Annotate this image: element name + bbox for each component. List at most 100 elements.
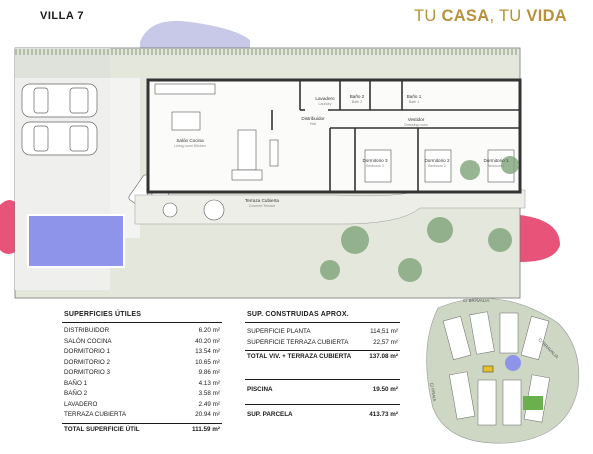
building-block xyxy=(520,316,550,360)
room-sublabel: Bedroom 1 xyxy=(487,164,505,168)
room-sublabel: Bedroom 2 xyxy=(428,164,446,168)
row-label: PISCINA xyxy=(247,386,273,393)
bed xyxy=(424,149,452,183)
row-label: SALÓN COCINA xyxy=(64,337,112,345)
room-sublabel: Hall xyxy=(310,122,316,126)
piscina-row: PISCINA 19.50 m² xyxy=(245,384,400,396)
brand-slogan-part: TU xyxy=(414,7,442,25)
tree-icon xyxy=(460,160,480,180)
row-value: 19.50 m² xyxy=(372,386,398,393)
dining-table xyxy=(203,199,225,221)
building-block xyxy=(469,311,495,355)
decor-lavender-blob xyxy=(140,20,250,48)
villa-marker xyxy=(482,365,494,373)
table-row: DISTRIBUIDOR 6.20 m² xyxy=(62,326,222,337)
building-block xyxy=(449,371,476,420)
room-label: Dormitorio 1 xyxy=(483,158,508,163)
room-sublabel: Dressing room xyxy=(404,123,427,127)
room-label: Salón Cocina xyxy=(176,138,204,143)
row-label: DORMITORIO 1 xyxy=(64,348,111,355)
row-value: 20.94 m² xyxy=(195,411,220,418)
total-label: TOTAL VIV. + TERRAZA CUBIERTA xyxy=(247,353,352,360)
building-block xyxy=(499,312,519,354)
row-value: 413.73 m² xyxy=(369,411,398,418)
room-label: Distribuidor xyxy=(301,116,325,121)
room-label: Lavadero xyxy=(315,96,335,101)
table-row: LAVADERO 2.49 m² xyxy=(62,400,222,411)
total-row: TOTAL SUPERFICIE ÚTIL 111.59 m² xyxy=(62,422,222,436)
room-sublabel: Bedroom 3 xyxy=(366,164,384,168)
room-sublabel: Laundry xyxy=(319,102,332,106)
row-label: DISTRIBUIDOR xyxy=(64,327,110,334)
row-value: 3.58 m² xyxy=(198,390,220,397)
divider xyxy=(245,379,400,380)
room-sublabel: Living room Kitchen xyxy=(174,144,206,148)
tree-icon xyxy=(427,217,453,243)
superficies-construidas-table: SUP. CONSTRUIDAS APROX. SUPERFICIE PLANT… xyxy=(245,311,400,421)
site-location-map: C/ BRAVALIA C/ BRAVALIA C/ PRAIA xyxy=(426,298,580,444)
street-label: C/ BRAVALIA xyxy=(463,298,490,303)
building-block xyxy=(477,379,497,426)
kitchen-island xyxy=(171,111,201,131)
brand-slogan-part: , TU xyxy=(489,7,527,25)
sofa xyxy=(231,169,263,181)
row-value: 22,57 m² xyxy=(373,338,398,346)
total-value: 111.59 m² xyxy=(191,425,220,433)
building-block xyxy=(442,316,472,360)
floor-plan: Salón Cocina Living room Kitchen Distrib… xyxy=(0,20,560,299)
room-label: Vestidor xyxy=(408,117,425,122)
total-label: TOTAL SUPERFICIE ÚTIL xyxy=(64,425,140,433)
row-label: SUPERFICIE TERRAZA CUBIERTA xyxy=(247,338,349,346)
building-block xyxy=(502,379,522,426)
table-row: DORMITORIO 3 9.86 m² xyxy=(62,368,222,379)
tv-unit xyxy=(269,139,279,167)
total-value: 137.08 m² xyxy=(369,353,398,360)
terrace-table xyxy=(162,202,178,218)
total-row: TOTAL VIV. + TERRAZA CUBIERTA 137.08 m² xyxy=(245,350,400,363)
tree-icon xyxy=(320,260,340,280)
row-value: 13.54 m² xyxy=(195,348,220,355)
parcela-row: SUP. PARCELA 413.73 m² xyxy=(245,409,400,421)
car-icon xyxy=(21,121,98,156)
room-label: Terraza Cubierta xyxy=(245,198,279,203)
tree-icon xyxy=(501,156,519,174)
row-label: DORMITORIO 3 xyxy=(64,369,111,376)
brand-slogan-part: VIDA xyxy=(526,7,568,25)
room-sublabel: Bath 1 xyxy=(409,100,419,104)
row-label: SUPERFICIE PLANTA xyxy=(247,328,311,335)
pool xyxy=(27,214,125,268)
row-value: 2.49 m² xyxy=(198,400,220,408)
row-value: 10.65 m² xyxy=(195,358,220,366)
room-sublabel: Bath 2 xyxy=(352,100,362,104)
row-label: LAVADERO xyxy=(64,400,98,408)
car-icon xyxy=(21,83,98,118)
tree-icon xyxy=(341,226,369,254)
row-value: 6.20 m² xyxy=(198,327,220,334)
row-label: BAÑO 2 xyxy=(64,390,88,397)
room-label: Dormitorio 3 xyxy=(362,158,387,163)
table-row: BAÑO 2 3.58 m² xyxy=(62,389,222,400)
street-label: C/ PRAIA xyxy=(429,382,437,401)
room-label: Dormitorio 2 xyxy=(424,158,449,163)
table-row: SUPERFICIE PLANTA 114,51 m² xyxy=(245,327,400,338)
sofa xyxy=(237,129,257,171)
house-outline xyxy=(146,78,522,194)
map-pool xyxy=(505,355,521,371)
terrace xyxy=(134,189,526,225)
decor-pink-blob-left xyxy=(0,200,18,254)
row-value: 4.13 m² xyxy=(198,379,220,387)
brand-slogan: TU CASA, TU VIDA xyxy=(414,7,567,26)
room-label: Baño 2 xyxy=(350,94,365,99)
row-value: 9.86 m² xyxy=(198,369,220,376)
row-value: 114,51 m² xyxy=(370,328,398,335)
bed xyxy=(364,149,392,183)
table-row: DORMITORIO 1 13.54 m² xyxy=(62,347,222,358)
brand-slogan-part: CASA xyxy=(441,7,490,25)
sports-court xyxy=(523,396,543,410)
divider xyxy=(245,404,400,405)
room-label: Baño 1 xyxy=(407,94,422,99)
